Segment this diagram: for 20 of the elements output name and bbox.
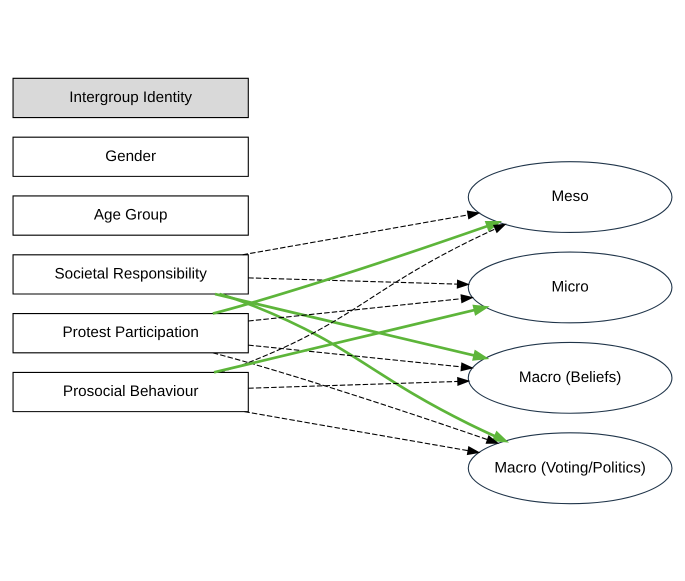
- arrow: [214, 292, 490, 360]
- arrow: [212, 352, 500, 444]
- arrow: [214, 304, 490, 374]
- node-box: Protest Participation: [12, 312, 249, 353]
- arrow: [219, 292, 509, 442]
- arrow: [248, 376, 470, 388]
- arrow: [248, 344, 474, 371]
- arrow: [242, 210, 480, 255]
- arrow: [212, 220, 502, 314]
- arrow: [248, 276, 470, 288]
- node-box: Prosocial Behaviour: [12, 371, 249, 412]
- arrow: [244, 410, 480, 455]
- node-box: Age Group: [12, 194, 249, 236]
- node-box: Gender: [12, 136, 249, 176]
- arrow: [248, 294, 474, 322]
- node-box: Societal Responsibility: [12, 254, 249, 294]
- node-ellipse: Macro (Beliefs): [468, 341, 672, 414]
- node-ellipse: Micro: [468, 251, 672, 323]
- node-box: Intergroup Identity: [12, 77, 249, 118]
- arrow: [220, 223, 507, 372]
